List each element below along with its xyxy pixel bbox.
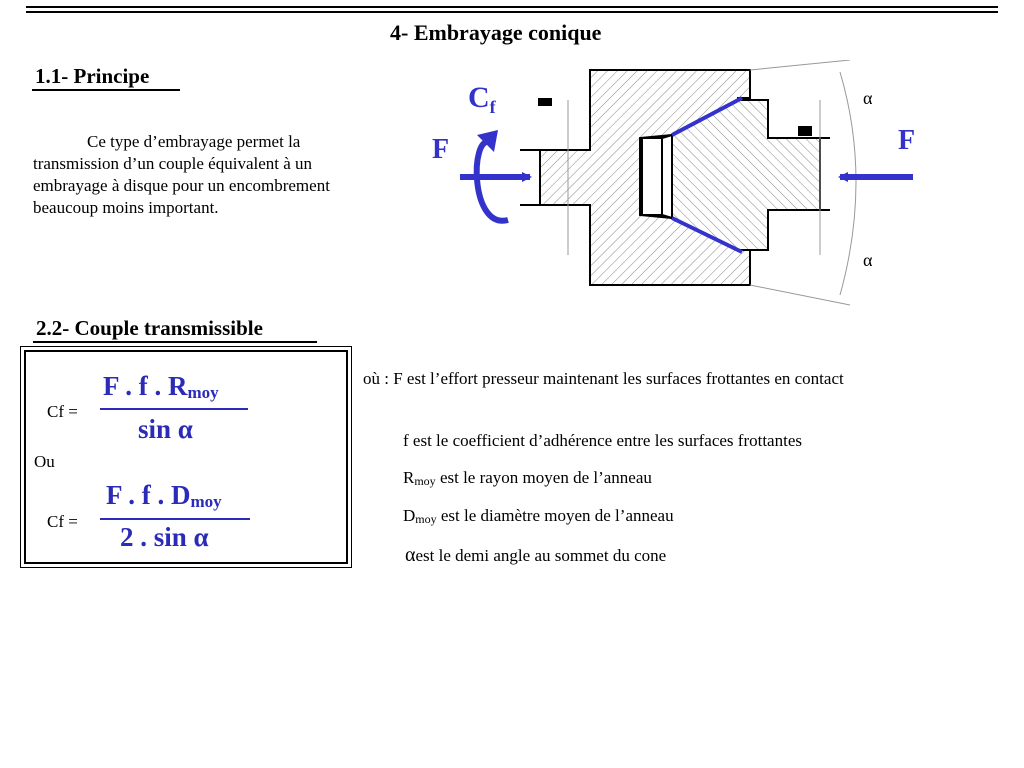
alpha-arc — [839, 71, 857, 296]
definition-force: où : F est l’effort presseur maintenant … — [363, 369, 844, 388]
formula2-fraction-bar — [100, 518, 250, 520]
friction-surface-bottom — [671, 216, 743, 254]
section-couple-underline — [33, 341, 317, 343]
section-principe-heading-text: 1.1- Principe — [35, 64, 150, 88]
definition-half-angle: αest le demi angle au sommet du cone — [405, 544, 667, 566]
top-rule — [26, 6, 998, 8]
or-label: Ou — [34, 452, 55, 471]
cf-label: Cf — [468, 81, 497, 117]
definition-mean-diameter: Dmoy est le diamètre moyen de l’anneau — [403, 506, 674, 526]
definition-friction-coefficient: f est le coefficient d’adhérence entre l… — [403, 431, 802, 450]
conical-clutch-diagram: Cf F F α α — [432, 60, 915, 306]
inner-plate — [641, 137, 663, 216]
formula-box-inner — [24, 350, 348, 564]
formula2-lhs: Cf = — [47, 512, 78, 531]
small-symbol-right — [798, 126, 812, 136]
top-rule-second — [26, 11, 998, 13]
formula1-lhs: Cf = — [47, 402, 78, 421]
formula1-denominator: sin α — [138, 414, 193, 444]
alpha-label-top: α — [863, 88, 873, 108]
formula1-fraction-bar — [100, 408, 248, 410]
alpha-label-bottom: α — [863, 250, 873, 270]
section-couple-heading-text: 2.2- Couple transmissible — [36, 316, 263, 340]
section-couple-heading: 2.2- Couple transmissible — [33, 316, 317, 343]
small-symbol-left — [538, 98, 552, 106]
principe-paragraph: Ce type d’embrayage permet la transmissi… — [33, 132, 330, 217]
force-label-left: F — [432, 134, 449, 165]
page-title: 4- Embrayage conique — [390, 20, 602, 45]
formula1-numerator: F . f . Rmoy — [103, 371, 219, 402]
formula-box — [20, 346, 352, 568]
section-principe-heading: 1.1- Principe — [32, 64, 180, 91]
friction-surface-top — [671, 96, 743, 137]
force-label-right: F — [898, 125, 915, 156]
formula2-denominator: 2 . sin α — [120, 522, 209, 552]
definition-mean-radius: Rmoy est le rayon moyen de l’anneau — [403, 468, 652, 488]
section-principe-underline — [32, 89, 180, 91]
torque-arrow — [473, 138, 509, 224]
formula2-numerator: F . f . Dmoy — [106, 480, 222, 511]
